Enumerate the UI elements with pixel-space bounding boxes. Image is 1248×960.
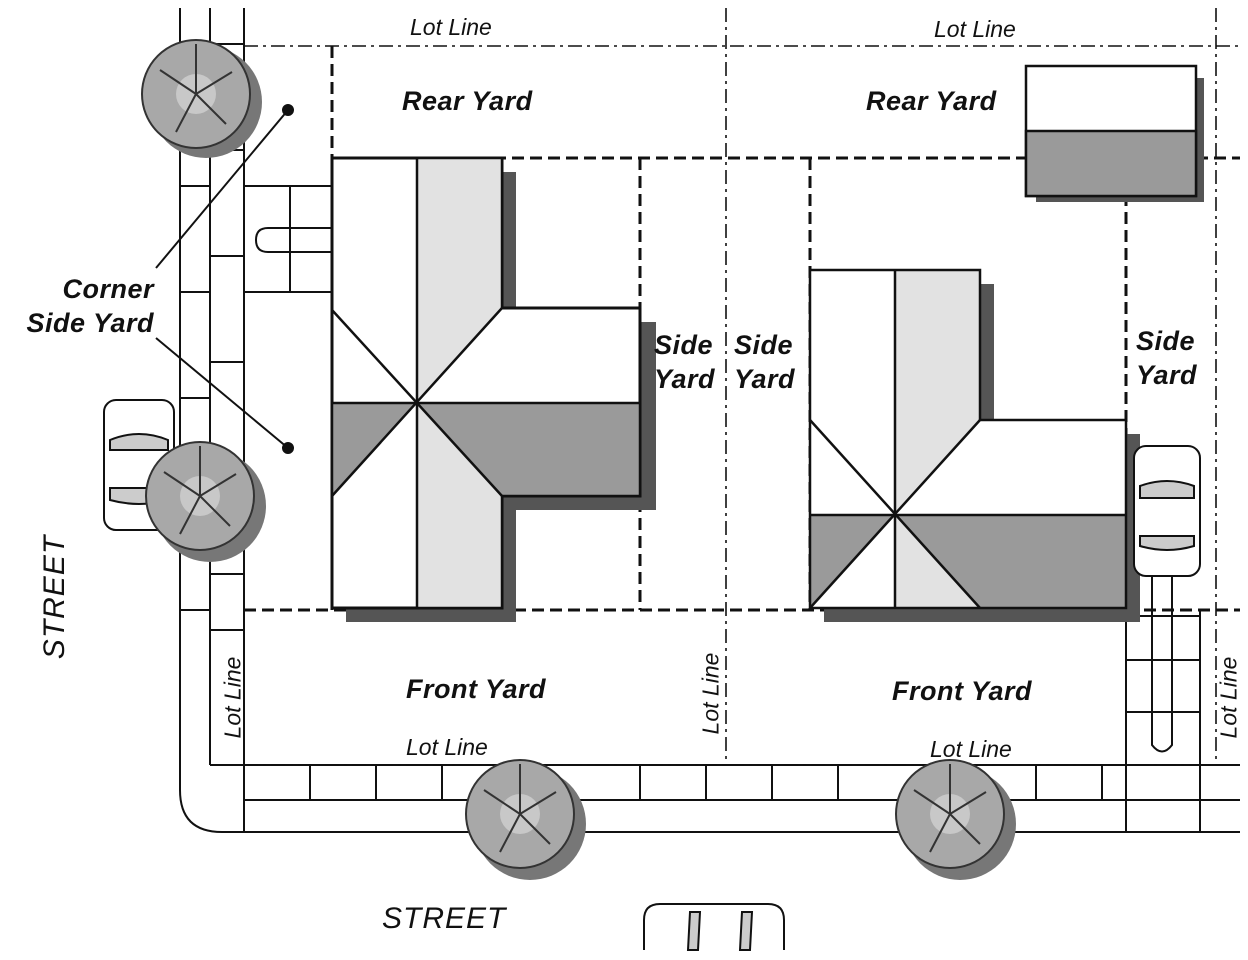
house-left [330,156,656,622]
garage [1024,64,1204,202]
front-yard-label-right: Front Yard [892,676,1033,706]
lot-lines [244,8,1240,766]
side-yard-line2: Yard [1136,360,1198,390]
side-yard-line1: Side [1136,326,1196,356]
street-label-bottom: STREET [382,902,507,935]
rear-yard-label-left: Rear Yard [402,86,533,116]
lot-line-label-bottom-left: Lot Line [406,734,488,760]
lot-line-label-left-vertical: Lot Line [219,656,246,739]
front-yard-label-left: Front Yard [406,674,547,704]
side-yard-line1: Side [654,330,714,360]
side-yard-label-middle: Side Yard [734,328,795,396]
tree-icon [465,759,586,880]
side-yard-label-left: Side Yard [654,328,715,396]
rear-yard-label-right: Rear Yard [866,86,997,116]
corner-side-yard-line2: Side Yard [26,308,154,338]
side-yard-line2: Yard [654,364,716,394]
tree-icon [141,39,262,158]
lot-line-label-bottom-right: Lot Line [930,736,1012,762]
tree-icon [895,759,1016,880]
side-yard-line1: Side [734,330,794,360]
corner-side-yard-label: Corner Side Yard [12,272,154,340]
leader-lines [155,104,294,454]
car-icon [1133,445,1201,577]
corner-side-yard-line1: Corner [62,274,154,304]
trees [141,39,1016,880]
side-yard-label-right: Side Yard [1136,324,1197,392]
lot-line-label-top-left: Lot Line [410,14,492,40]
lot-line-label-right-vertical: Lot Line [1215,656,1242,739]
house-right [808,268,1140,622]
car-icon [643,903,785,951]
lot-line-label-middle-vertical: Lot Line [697,652,724,735]
side-yard-line2: Yard [734,364,796,394]
lot-line-label-top-right: Lot Line [934,16,1016,42]
street-label-vertical: STREET [38,534,71,660]
tree-icon [145,441,266,562]
